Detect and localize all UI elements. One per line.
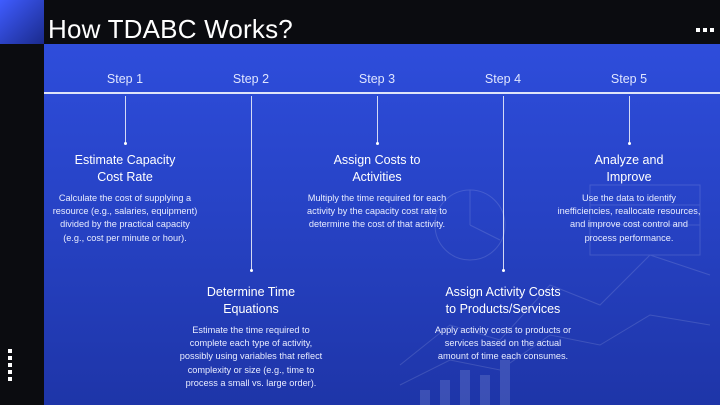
step-5-label: Step 5 xyxy=(610,72,648,86)
step-2-desc-line: possibly using variables that reflect xyxy=(179,351,323,362)
step-3-desc-line: determine the cost of that activity. xyxy=(308,219,446,230)
step-5-heading-line-1: Analyze and xyxy=(594,153,664,167)
chart-texture-icon xyxy=(399,184,711,405)
step-2-description: Estimate the time required to complete e… xyxy=(166,324,336,390)
step-4-heading: Assign Activity Costs to Products/Servic… xyxy=(414,284,592,318)
step-5-desc-line: and improve cost control and xyxy=(570,219,688,230)
step-5-description: Use the data to identify inefficiencies,… xyxy=(544,192,714,245)
step-4-desc-line: amount of time each consumes. xyxy=(437,351,569,362)
step-4-description: Apply activity costs to products or serv… xyxy=(414,324,592,364)
step-4-heading-line-2: to Products/Services xyxy=(445,302,561,316)
step-4-desc-line: services based on the actual xyxy=(444,338,562,349)
step-3-dot xyxy=(376,142,379,145)
step-1-description: Calculate the cost of supplying a resour… xyxy=(44,192,208,245)
step-2-dot xyxy=(250,269,253,272)
step-5-desc-line: Use the data to identify xyxy=(582,193,676,203)
step-5-heading: Analyze and Improve xyxy=(544,152,714,186)
step-2-desc-line: complexity or size (e.g., time to xyxy=(187,364,315,375)
step-2-block: Determine Time Equations Estimate the ti… xyxy=(166,284,336,390)
step-1-desc-line: divided by the practical capacity xyxy=(60,219,190,230)
side-dots-icon xyxy=(8,349,12,381)
step-4-desc-line: Apply activity costs to products or xyxy=(434,325,572,335)
step-2-desc-line: complete each type of activity, xyxy=(189,338,313,349)
step-5-block: Analyze and Improve Use the data to iden… xyxy=(544,152,714,245)
step-1-connector xyxy=(125,96,126,144)
step-2-desc-line: Estimate the time required to xyxy=(192,325,310,335)
step-2-heading-line-1: Determine Time xyxy=(206,285,296,299)
step-2-connector xyxy=(251,96,252,271)
step-2-heading: Determine Time Equations xyxy=(166,284,336,318)
step-2-desc-line: process a small vs. large order). xyxy=(185,377,317,388)
step-1-desc-line: resource (e.g., salaries, equipment) xyxy=(52,206,198,217)
step-1-heading-line-1: Estimate Capacity xyxy=(74,153,176,167)
step-5-desc-line: inefficiencies, reallocate resources, xyxy=(557,206,701,217)
step-3-heading-line-2: Activities xyxy=(352,170,402,184)
step-4-heading-line-1: Assign Activity Costs xyxy=(445,285,561,299)
step-3-desc-line: Multiply the time required for each xyxy=(307,193,447,203)
step-3-desc-line: activity by the capacity cost rate to xyxy=(307,206,447,217)
left-strip xyxy=(0,44,44,405)
slide-title: How TDABC Works? xyxy=(48,14,293,44)
menu-dots-icon xyxy=(696,28,714,32)
step-4-block: Assign Activity Costs to Products/Servic… xyxy=(414,284,592,364)
step-1-desc-line: (e.g., cost per minute or hour). xyxy=(63,232,187,243)
step-1-block: Estimate Capacity Cost Rate Calculate th… xyxy=(44,152,208,245)
step-4-label: Step 4 xyxy=(484,72,522,86)
step-3-label: Step 3 xyxy=(358,72,396,86)
step-3-heading: Assign Costs to Activities xyxy=(292,152,462,186)
timeline-panel: Step 1 Step 2 Step 3 Step 4 Step 5 Estim… xyxy=(44,44,720,405)
step-4-dot xyxy=(502,269,505,272)
step-3-heading-line-1: Assign Costs to xyxy=(333,153,421,167)
step-1-heading-line-2: Cost Rate xyxy=(97,170,153,184)
step-3-connector xyxy=(377,96,378,144)
step-5-heading-line-2: Improve xyxy=(606,170,652,184)
step-1-desc-line: Calculate the cost of supplying a xyxy=(58,193,192,203)
step-5-dot xyxy=(628,142,631,145)
corner-accent xyxy=(0,0,44,44)
step-3-block: Assign Costs to Activities Multiply the … xyxy=(292,152,462,232)
step-5-connector xyxy=(629,96,630,144)
step-5-desc-line: process performance. xyxy=(584,232,674,243)
step-2-label: Step 2 xyxy=(232,72,270,86)
step-1-dot xyxy=(124,142,127,145)
timeline-divider xyxy=(44,92,720,94)
step-1-label: Step 1 xyxy=(106,72,144,86)
step-4-connector xyxy=(503,96,504,271)
step-1-heading: Estimate Capacity Cost Rate xyxy=(44,152,208,186)
step-3-description: Multiply the time required for each acti… xyxy=(292,192,462,232)
step-2-heading-line-2: Equations xyxy=(223,302,279,316)
